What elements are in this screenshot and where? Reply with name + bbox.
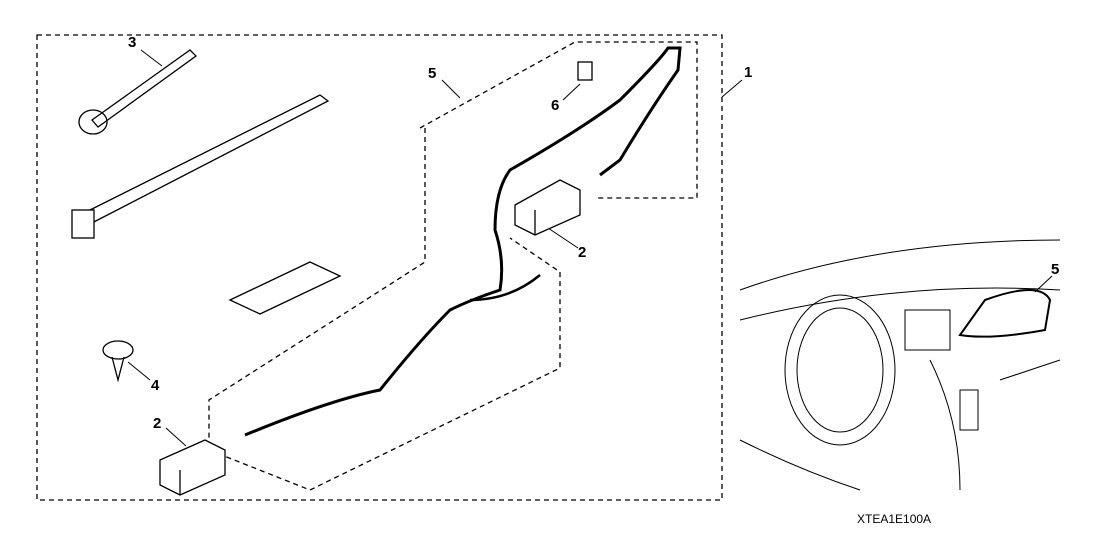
kit-boundary — [36, 34, 723, 501]
wire-harness — [244, 46, 682, 437]
module-part-upper — [514, 179, 581, 236]
callout-3: 3 — [128, 34, 137, 51]
adhesive-pad — [228, 261, 342, 315]
push-clip-part — [102, 340, 134, 383]
dashboard-illustration — [739, 239, 1061, 491]
harness-boundary-upper — [419, 41, 698, 199]
callout-6: 6 — [551, 97, 560, 114]
callout-2-lower: 2 — [153, 415, 162, 432]
callout-5-dashboard: 5 — [1051, 261, 1060, 278]
callout-2-upper: 2 — [578, 244, 587, 261]
fuse-part — [577, 61, 593, 81]
wire-branch — [469, 274, 541, 302]
callout-5: 5 — [428, 65, 437, 82]
leader-lines — [127, 49, 1053, 447]
cable-tie-part — [71, 49, 330, 239]
callout-4: 4 — [151, 377, 160, 394]
callout-1: 1 — [744, 64, 753, 81]
figure-code: XTEA1E100A — [857, 512, 932, 526]
module-part-lower — [159, 439, 226, 496]
